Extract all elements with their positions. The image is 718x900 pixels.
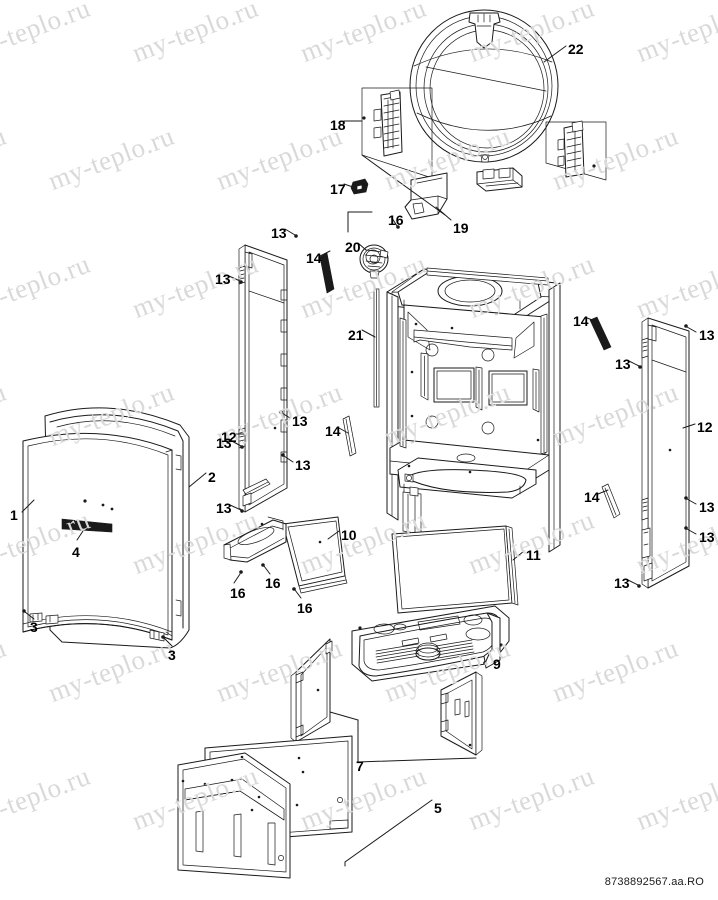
callout-16-screw-small: 16 xyxy=(388,212,404,228)
callout-16-screw-small: 16 xyxy=(265,575,281,591)
part-17-cable-clip xyxy=(350,178,369,195)
callout-14-guide-rail-strip: 14 xyxy=(306,250,322,266)
part-21-pressure-hose-tube xyxy=(373,288,380,408)
callout-13-screw: 13 xyxy=(699,327,715,343)
part-14-guide-rail-c xyxy=(589,316,612,351)
callout-14-guide-rail-strip: 14 xyxy=(584,489,600,505)
callout-16-screw-small: 16 xyxy=(297,600,313,616)
callout-13-screw: 13 xyxy=(615,356,631,372)
part-14-guide-rail-a xyxy=(319,252,335,294)
callout-17-cable-clip: 17 xyxy=(330,181,346,197)
part-7-bracket-right xyxy=(440,671,483,756)
part-door-assembly xyxy=(22,407,190,649)
callout-13-screw: 13 xyxy=(699,499,715,515)
callout-13-screw: 13 xyxy=(292,413,308,429)
callout-18-hinge-bracket-set: 18 xyxy=(330,117,346,133)
part-11-rear-panel xyxy=(391,525,519,614)
callout-3-door-foot-clip-left: 3 xyxy=(30,619,38,635)
document-code: 8738892567.aa.RO xyxy=(604,876,704,888)
callout-16-screw-small: 16 xyxy=(230,585,246,601)
part-14-guide-rail-d xyxy=(601,483,621,519)
callout-20-pressure-switch: 20 xyxy=(345,239,361,255)
callout-22-door-seal-ring: 22 xyxy=(568,41,584,57)
callout-13-screw: 13 xyxy=(215,271,231,287)
callout-10-top-cover-plate: 10 xyxy=(341,527,357,543)
callout-13-screw: 13 xyxy=(295,457,311,473)
chassis-frame xyxy=(386,267,561,553)
callout-13-screw: 13 xyxy=(216,435,232,451)
part-10-top-cover-plate xyxy=(223,516,348,594)
callout-11-rear-panel: 11 xyxy=(526,547,541,563)
part-18-hinge-bracket-right xyxy=(545,120,607,181)
callout-14-guide-rail-strip: 14 xyxy=(325,423,341,439)
part-12-left-side-panel xyxy=(238,244,288,513)
callout-13-screw: 13 xyxy=(216,500,232,516)
callout-13-screw: 13 xyxy=(699,529,715,545)
callout-13-screw: 13 xyxy=(271,225,287,241)
callout-9-base-plate: 9 xyxy=(493,656,501,672)
callout-12-right-side-panel: 12 xyxy=(697,419,713,435)
callout-3-door-foot-clip-right: 3 xyxy=(168,647,176,663)
part-12-right-side-panel xyxy=(641,317,690,589)
part-7-bracket-left xyxy=(290,638,333,743)
part-22-door-seal-ring xyxy=(409,9,559,163)
part-9-base-plate xyxy=(351,605,510,682)
callout-14-guide-rail-strip: 14 xyxy=(573,313,589,329)
callout-5-lower-base-panel: 5 xyxy=(434,800,442,816)
callout-7-side-bracket-pair: 7 xyxy=(356,758,364,774)
callout-21-pressure-hose-tube: 21 xyxy=(348,327,364,343)
leader-lines xyxy=(21,45,697,867)
part-14-guide-rail-b xyxy=(342,415,357,457)
callout-4-brand-badge: 4 xyxy=(72,544,80,560)
callout-13-screw: 13 xyxy=(614,575,630,591)
part-20-pressure-switch xyxy=(359,244,389,279)
callout-19-detergent-chute: 19 xyxy=(453,220,469,236)
part-5-lower-base-panel xyxy=(177,735,353,879)
part-connector-block xyxy=(476,167,523,192)
callout-1-front-door-panel-outer: 1 xyxy=(10,507,18,523)
callout-2-front-door-frame: 2 xyxy=(208,469,216,485)
callout-12-left-side-panel: 12 xyxy=(221,429,237,445)
